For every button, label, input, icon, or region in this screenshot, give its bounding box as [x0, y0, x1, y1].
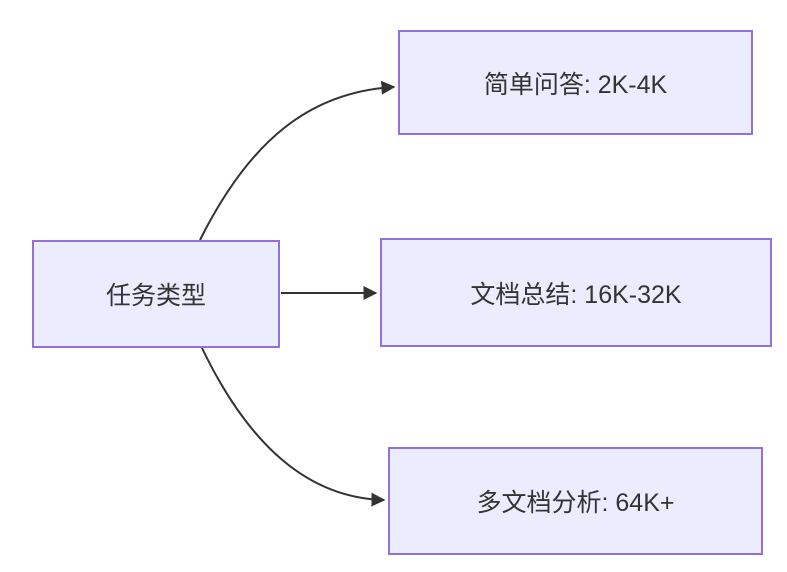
node-simple-qa-label: 简单问答: 2K-4K [483, 70, 668, 99]
node-task-type-label: 任务类型 [105, 282, 206, 310]
node-doc-summary-label: 文档总结: 16K-32K [470, 280, 682, 309]
node-simple-qa: 简单问答: 2K-4K [398, 30, 753, 135]
node-task-type: 任务类型 [32, 240, 280, 348]
node-multi-doc-analysis: 多文档分析: 64K+ [388, 447, 763, 555]
edge-root-to-top [199, 80, 396, 241]
edge-root-to-bottom [201, 347, 386, 507]
node-doc-summary: 文档总结: 16K-32K [380, 238, 772, 347]
node-multi-doc-analysis-label: 多文档分析: 64K+ [476, 489, 675, 517]
